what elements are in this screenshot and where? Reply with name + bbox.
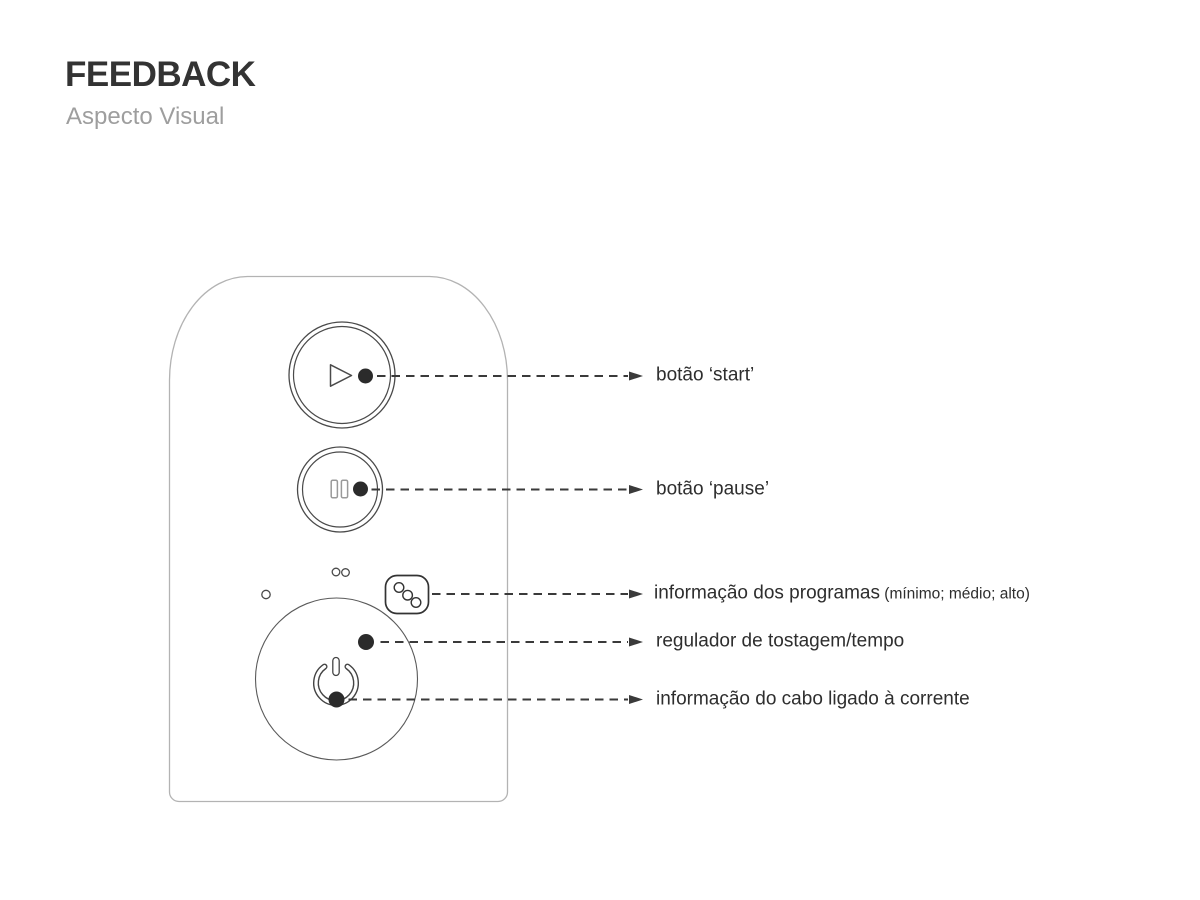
callout-arrowhead-programas: [629, 589, 643, 599]
program-dots-indicator: [393, 582, 422, 609]
callout-text: botão ‘start’: [656, 364, 755, 386]
start-button: [288, 321, 396, 429]
indicator-circle-left: [261, 589, 271, 600]
callout-text: informação dos programas: [654, 582, 880, 604]
callout-text: botão ‘pause’: [656, 478, 770, 500]
program-display: [384, 574, 430, 615]
callout-text-detail: (mínimo; médio; alto): [880, 585, 1030, 603]
dial-regulator-dot: [358, 634, 374, 650]
pause-indicator-dot: [353, 481, 368, 497]
callout-label-regulador: regulador de tostagem/tempo: [656, 631, 904, 654]
page-subtitle: Aspecto Visual: [66, 103, 225, 130]
callout-label-programas: informação dos programas (mínimo; médio;…: [654, 583, 1030, 606]
callout-arrowhead-regulador: [629, 637, 643, 647]
start-indicator-dot: [358, 368, 373, 384]
indicator-circle-top-1: [331, 567, 341, 577]
callout-arrowhead-start: [629, 371, 643, 381]
callout-label-cabo: informação do cabo ligado à corrente: [656, 689, 970, 712]
play-icon: [329, 364, 353, 387]
callout-text: informação do cabo ligado à corrente: [656, 688, 970, 710]
indicator-circle-top-2: [341, 568, 350, 577]
pause-icon: [330, 479, 349, 499]
dial-ring: [254, 597, 419, 761]
start-button-inner-ring: [292, 325, 392, 425]
rotary-dial: [254, 597, 419, 761]
pause-button: [296, 446, 384, 533]
callout-arrowhead-pause: [629, 485, 643, 494]
page-title: FEEDBACK: [65, 55, 256, 94]
callout-text: regulador de tostagem/tempo: [656, 630, 905, 652]
callout-label-pause: botão ‘pause’: [656, 479, 769, 502]
power-cord-dot: [328, 691, 345, 708]
device-outline: [168, 275, 509, 803]
callout-label-start: botão ‘start’: [656, 365, 754, 388]
callout-arrowhead-cabo: [629, 695, 643, 704]
pause-button-outer-ring: [296, 446, 384, 533]
